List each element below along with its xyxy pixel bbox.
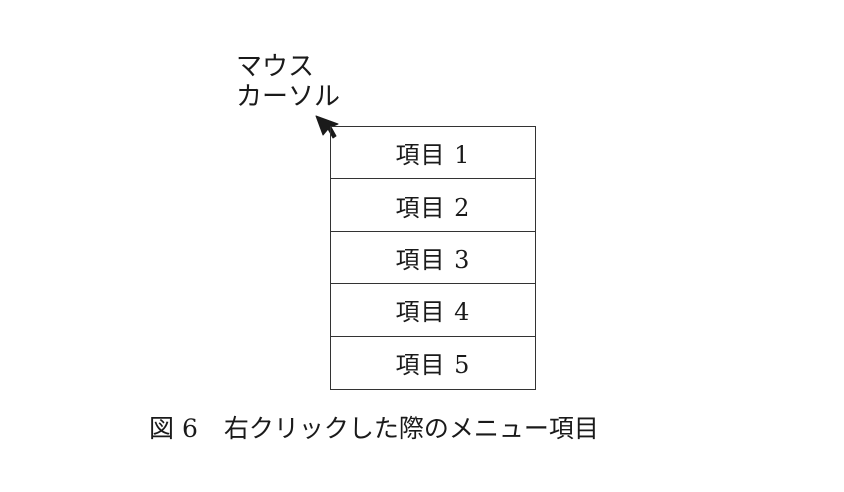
menu-item-2[interactable]: 項目 2: [331, 179, 535, 232]
menu-item-5[interactable]: 項目 5: [331, 337, 535, 389]
figure-number: 図 6: [149, 414, 198, 443]
menu-item-3[interactable]: 項目 3: [331, 232, 535, 285]
figure-caption: 図 6 右クリックした際のメニュー項目: [149, 412, 599, 446]
context-menu: 項目 1 項目 2 項目 3 項目 4 項目 5: [330, 126, 536, 390]
figure-caption-text: 右クリックした際のメニュー項目: [223, 414, 599, 443]
menu-item-4-label: 項目 4: [395, 298, 471, 327]
mouse-pointer-icon: [315, 115, 339, 139]
menu-item-1[interactable]: 項目 1: [331, 127, 535, 180]
mouse-cursor-label-line1: マウス: [236, 52, 315, 82]
menu-item-1-label: 項目 1: [395, 141, 471, 170]
menu-item-4[interactable]: 項目 4: [331, 284, 535, 337]
menu-item-5-label: 項目 5: [395, 351, 471, 380]
mouse-cursor-label: マウス カーソル: [236, 52, 340, 112]
menu-item-2-label: 項目 2: [395, 193, 471, 222]
mouse-cursor-label-line2: カーソル: [236, 82, 341, 112]
menu-item-3-label: 項目 3: [395, 245, 471, 274]
